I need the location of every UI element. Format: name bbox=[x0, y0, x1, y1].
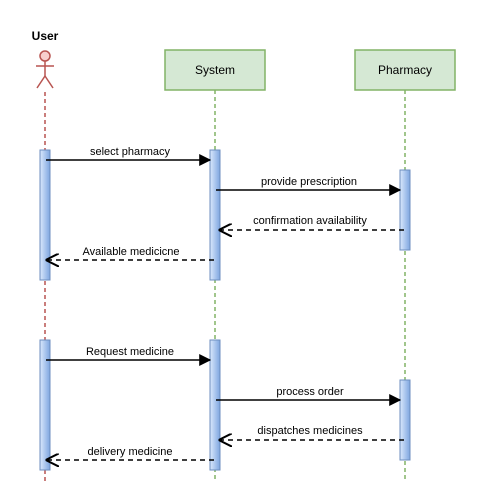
pharmacy-activation-2 bbox=[399, 379, 411, 461]
message-label: Available medicicne bbox=[82, 246, 179, 258]
message-m1[interactable]: select pharmacy bbox=[46, 146, 212, 166]
stick-figure-icon bbox=[36, 50, 54, 89]
system-participant[interactable]: System bbox=[164, 49, 266, 91]
message-m5[interactable]: Request medicine bbox=[46, 346, 212, 366]
pharmacy-box bbox=[354, 49, 456, 91]
message-m6[interactable]: process order bbox=[216, 386, 402, 406]
message-label: select pharmacy bbox=[90, 146, 171, 158]
message-m2[interactable]: provide prescription bbox=[216, 176, 402, 196]
system-activation-1 bbox=[209, 149, 221, 281]
message-label: Request medicine bbox=[86, 346, 174, 358]
message-m4[interactable]: Available medicicne bbox=[47, 246, 214, 260]
user-actor-label: User bbox=[32, 29, 59, 43]
message-label: dispatches medicines bbox=[257, 425, 363, 437]
activation-bars bbox=[39, 149, 411, 471]
system-activation-2 bbox=[209, 339, 221, 471]
message-m8[interactable]: delivery medicine bbox=[47, 446, 214, 460]
user-actor[interactable]: User bbox=[32, 29, 59, 89]
message-m7[interactable]: dispatches medicines bbox=[220, 425, 404, 440]
message-label: delivery medicine bbox=[88, 446, 173, 458]
user-activation-1 bbox=[39, 149, 51, 281]
message-m3[interactable]: confirmation availability bbox=[220, 215, 404, 230]
pharmacy-activation-1 bbox=[399, 169, 411, 251]
message-label: confirmation availability bbox=[253, 215, 367, 227]
message-label: provide prescription bbox=[261, 176, 357, 188]
system-box-label: System bbox=[195, 63, 235, 77]
message-label: process order bbox=[276, 386, 344, 398]
pharmacy-participant[interactable]: Pharmacy bbox=[354, 49, 456, 91]
pharmacy-box-label: Pharmacy bbox=[378, 63, 432, 77]
user-activation-2 bbox=[39, 339, 51, 471]
system-box bbox=[164, 49, 266, 91]
